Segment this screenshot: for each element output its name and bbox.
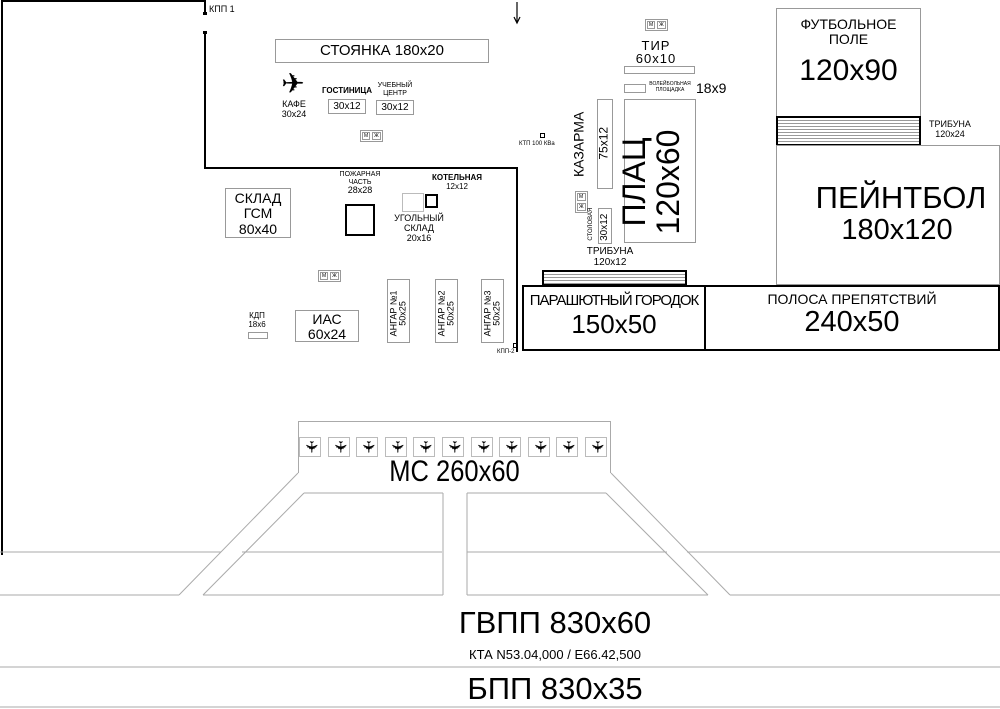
volley-size: 18х9	[696, 80, 727, 96]
kdp	[248, 332, 268, 339]
airplane-icon: ✈	[416, 440, 434, 454]
kpp2-label: КПП-2	[497, 349, 515, 355]
stand-2	[776, 116, 921, 146]
airplane-icon: ✈	[502, 440, 520, 454]
airplane-icon: ✈	[330, 440, 348, 454]
boiler-house	[425, 194, 438, 208]
aircraft-stand: ✈	[413, 437, 436, 457]
airplane-icon: ✈	[281, 68, 305, 99]
parking: СТОЯНКА 180х20	[275, 39, 489, 63]
direction-arrow	[513, 2, 521, 25]
apron	[298, 421, 611, 473]
volley-label: ВОЛЕЙБОЛЬНАЯ ПЛОЩАДКА	[649, 81, 691, 93]
ktp-icon	[540, 133, 545, 138]
ktp-label: КТП 100 КВа	[519, 141, 555, 147]
coal-storage	[402, 193, 424, 212]
airplane-icon: ✈	[559, 440, 577, 454]
hotel-label: ГОСТИНИЦА	[321, 86, 372, 95]
training-label: УЧЕБНЫЙ ЦЕНТР	[377, 82, 413, 97]
canteen-label: СТОЛОВАЯ	[587, 207, 594, 241]
airplane-icon: ✈	[530, 440, 548, 454]
aircraft-stand: ✈	[299, 437, 321, 457]
perimeter-fence	[1, 0, 518, 555]
taxiways	[0, 472, 1000, 708]
barracks-label: КАЗАРМА	[570, 111, 587, 177]
aircraft-stand: ✈	[470, 437, 493, 457]
aircraft-stand: ✈	[556, 437, 579, 457]
airplane-icon: ✈	[387, 440, 405, 454]
aircraft-stand: ✈	[499, 437, 522, 457]
fire-station	[345, 204, 375, 236]
volleyball-court	[624, 84, 646, 93]
airplane-icon: ✈	[473, 440, 491, 454]
aircraft-stand: ✈	[356, 437, 379, 457]
shooting-range	[624, 66, 695, 74]
canteen: 30х12	[598, 208, 612, 244]
airplane-icon: ✈	[359, 440, 377, 454]
aircraft-stand: ✈	[384, 437, 407, 457]
barracks: 75х12	[597, 99, 613, 189]
runway-label: ГВПП 830х60	[458, 605, 652, 640]
stand-1	[542, 270, 687, 286]
aircraft-stand: ✈	[442, 437, 464, 457]
kta-label: КТА N53.04,000 / E66.42,500	[469, 647, 641, 662]
training-center: 30х12	[376, 100, 414, 115]
hotel: 30х12	[328, 99, 366, 114]
airplane-icon: ✈	[588, 440, 605, 454]
bpp-label: БПП 830х35	[467, 671, 643, 706]
airplane-icon: ✈	[302, 440, 319, 454]
aircraft-stand: ✈	[585, 437, 607, 457]
aircraft-stand: ✈	[327, 437, 350, 457]
apron-label: МС 260х60	[389, 455, 520, 488]
airplane-icon: ✈	[445, 440, 462, 454]
kpp2-icon	[513, 343, 518, 348]
aircraft-stand: ✈	[527, 437, 550, 457]
kpp1-label: КПП 1	[209, 4, 235, 14]
